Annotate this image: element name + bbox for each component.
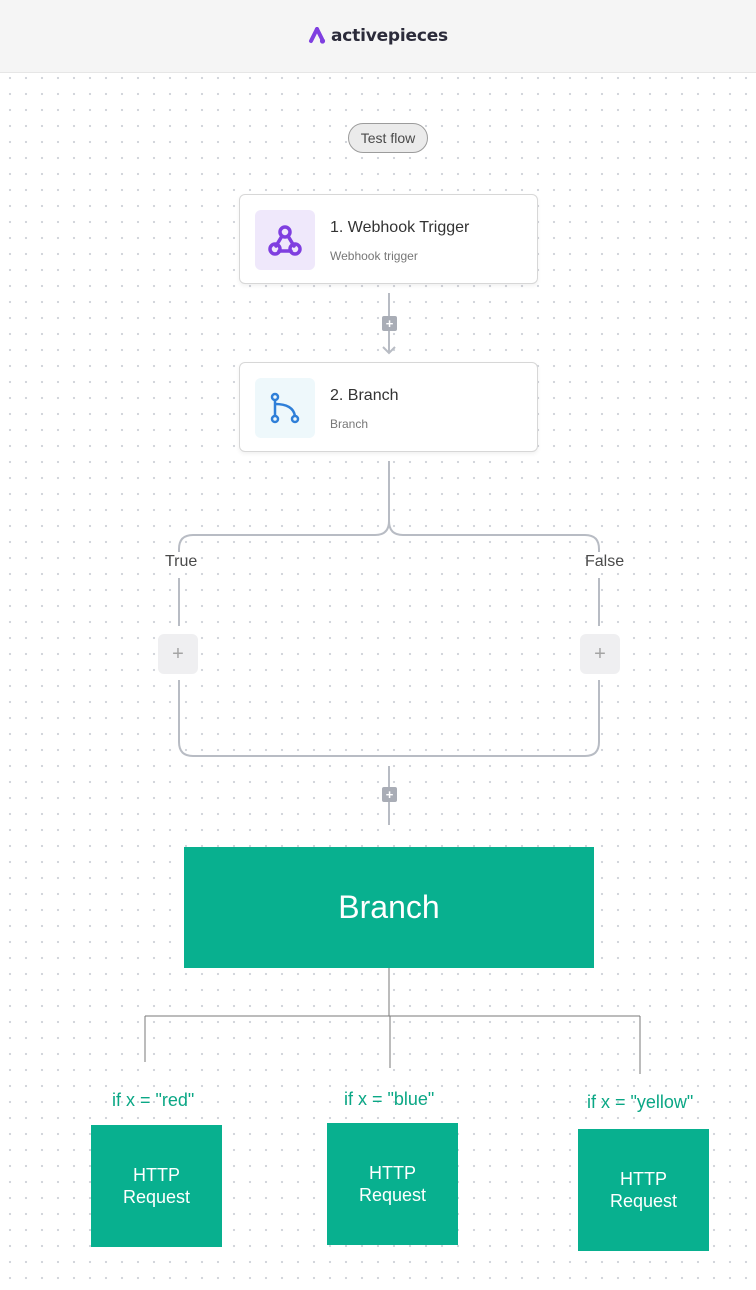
- false-branch-line: [388, 520, 600, 552]
- http-line2: Request: [122, 1187, 191, 1207]
- condition-blue: if x = "blue": [344, 1089, 435, 1109]
- diagram-root-branch: Branch: [184, 847, 594, 968]
- branch-icon-wrapper: [255, 378, 315, 438]
- step-subtitle: Branch: [330, 417, 369, 431]
- add-step-true-button[interactable]: +: [158, 634, 198, 674]
- webhook-icon: [268, 225, 302, 256]
- merge-line: [178, 680, 600, 757]
- http-request-box-blue: HTTP Request: [327, 1123, 458, 1245]
- test-flow-button[interactable]: Test flow: [348, 123, 428, 153]
- step-card-branch[interactable]: 2. Branch Branch: [239, 362, 538, 452]
- step-title: 2. Branch: [330, 387, 399, 404]
- add-step-plus-icon[interactable]: +: [382, 787, 397, 802]
- app-header: activepieces: [0, 0, 756, 73]
- branch-label-true: True: [165, 553, 198, 570]
- step-title: 1. Webhook Trigger: [330, 219, 470, 236]
- http-request-box-red: HTTP Request: [91, 1125, 222, 1247]
- branch-label-false: False: [585, 553, 625, 570]
- http-line1: HTTP: [619, 1169, 667, 1189]
- plus-icon: +: [172, 642, 184, 665]
- condition-red: if x = "red": [112, 1090, 195, 1110]
- plus-icon: +: [594, 642, 606, 665]
- brand-logo[interactable]: activepieces: [308, 26, 448, 46]
- add-step-plus-icon[interactable]: +: [382, 316, 397, 331]
- http-line2: Request: [358, 1185, 427, 1205]
- step-card-webhook-trigger[interactable]: 1. Webhook Trigger Webhook trigger: [239, 194, 538, 284]
- add-step-false-button[interactable]: +: [580, 634, 620, 674]
- http-request-box-yellow: HTTP Request: [578, 1129, 709, 1251]
- branch-icon: [270, 392, 300, 424]
- step-subtitle: Webhook trigger: [330, 249, 418, 263]
- http-line1: HTTP: [132, 1165, 180, 1185]
- true-branch-line: [178, 520, 390, 552]
- condition-yellow: if x = "yellow": [587, 1092, 694, 1112]
- activepieces-logo-icon: [309, 27, 326, 44]
- tree-lines: [144, 968, 641, 1074]
- brand-name: activepieces: [331, 26, 448, 46]
- webhook-icon-wrapper: [255, 210, 315, 270]
- arrow-head: [382, 346, 396, 355]
- http-line2: Request: [609, 1191, 678, 1211]
- http-line1: HTTP: [368, 1163, 416, 1183]
